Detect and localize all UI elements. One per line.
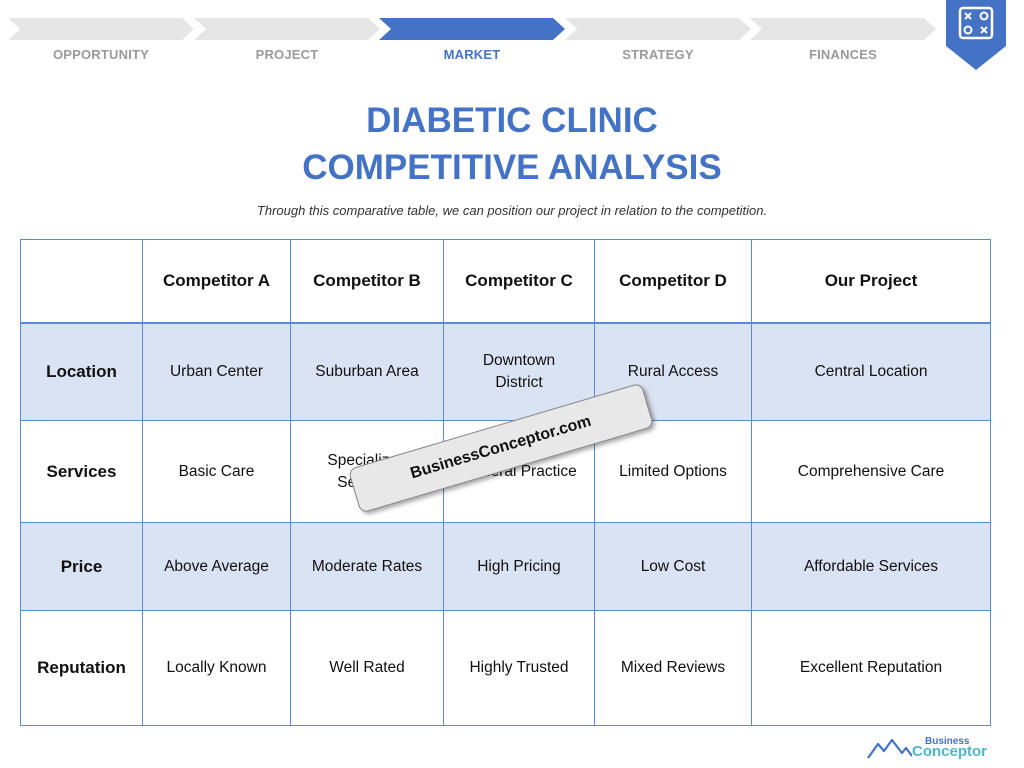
table-cell: Urban Center — [142, 322, 291, 421]
table-cell: Locally Known — [142, 610, 291, 726]
mountain-logo-icon — [867, 738, 912, 759]
table-cell: Limited Options — [594, 420, 752, 523]
column-header: Competitor D — [594, 239, 752, 324]
progress-steps: OPPORTUNITY PROJECT MARKET STRATEGY FINA… — [8, 18, 943, 68]
chevron-shape — [750, 18, 936, 40]
chevron-shape — [8, 18, 194, 40]
table-cell: Well Rated — [290, 610, 444, 726]
table-cell: Rural Access — [594, 322, 752, 421]
logo-text-main: Conceptor — [912, 743, 987, 760]
column-header: Competitor C — [443, 239, 595, 324]
business-conceptor-logo: Business Conceptor — [866, 734, 990, 762]
table-cell: Highly Trusted — [443, 610, 595, 726]
step-label: STRATEGY — [622, 47, 694, 62]
step-project[interactable]: PROJECT — [194, 18, 380, 68]
table-corner-cell — [20, 239, 143, 324]
step-label: OPPORTUNITY — [52, 47, 150, 62]
table-header-row: Competitor A Competitor B Competitor C C… — [20, 239, 991, 324]
row-header: Price — [20, 522, 143, 611]
row-header: Reputation — [20, 610, 143, 726]
column-header: Our Project — [751, 239, 991, 324]
competitive-analysis-table: Competitor A Competitor B Competitor C C… — [20, 239, 991, 726]
table-cell: High Pricing — [443, 522, 595, 611]
step-market[interactable]: MARKET — [379, 18, 565, 68]
table-row: Location Urban Center Suburban Area Down… — [20, 322, 991, 421]
table-cell: Affordable Services — [751, 522, 991, 611]
table-cell: Moderate Rates — [290, 522, 444, 611]
table-cell: Low Cost — [594, 522, 752, 611]
table-cell: Mixed Reviews — [594, 610, 752, 726]
table-cell: Central Location — [751, 322, 991, 421]
column-header: Competitor A — [142, 239, 291, 324]
step-opportunity[interactable]: OPPORTUNITY — [8, 18, 194, 68]
step-label: FINANCES — [808, 47, 878, 62]
row-header: Services — [20, 420, 143, 523]
step-label: MARKET — [443, 47, 501, 62]
table-cell: Comprehensive Care — [751, 420, 991, 523]
strategy-board-icon — [946, 0, 1006, 70]
step-finances[interactable]: FINANCES — [750, 18, 936, 68]
logo-text-top: Business — [925, 736, 970, 747]
chevron-shape — [194, 18, 380, 40]
page-title-line2: COMPETITIVE ANALYSIS — [302, 148, 722, 187]
table-cell: Excellent Reputation — [751, 610, 991, 726]
step-label: PROJECT — [255, 47, 319, 62]
row-header: Location — [20, 322, 143, 421]
chevron-shape — [379, 18, 565, 40]
page-subtitle: Through this comparative table, we can p… — [256, 203, 768, 218]
table-cell: Above Average — [142, 522, 291, 611]
table-row: Price Above Average Moderate Rates High … — [20, 522, 991, 611]
table-cell: Basic Care — [142, 420, 291, 523]
table-cell: Suburban Area — [290, 322, 444, 421]
chevron-shape — [565, 18, 751, 40]
page-title-line1: DIABETIC CLINIC — [366, 101, 658, 140]
step-strategy[interactable]: STRATEGY — [565, 18, 751, 68]
table-row: Reputation Locally Known Well Rated High… — [20, 610, 991, 726]
column-header: Competitor B — [290, 239, 444, 324]
